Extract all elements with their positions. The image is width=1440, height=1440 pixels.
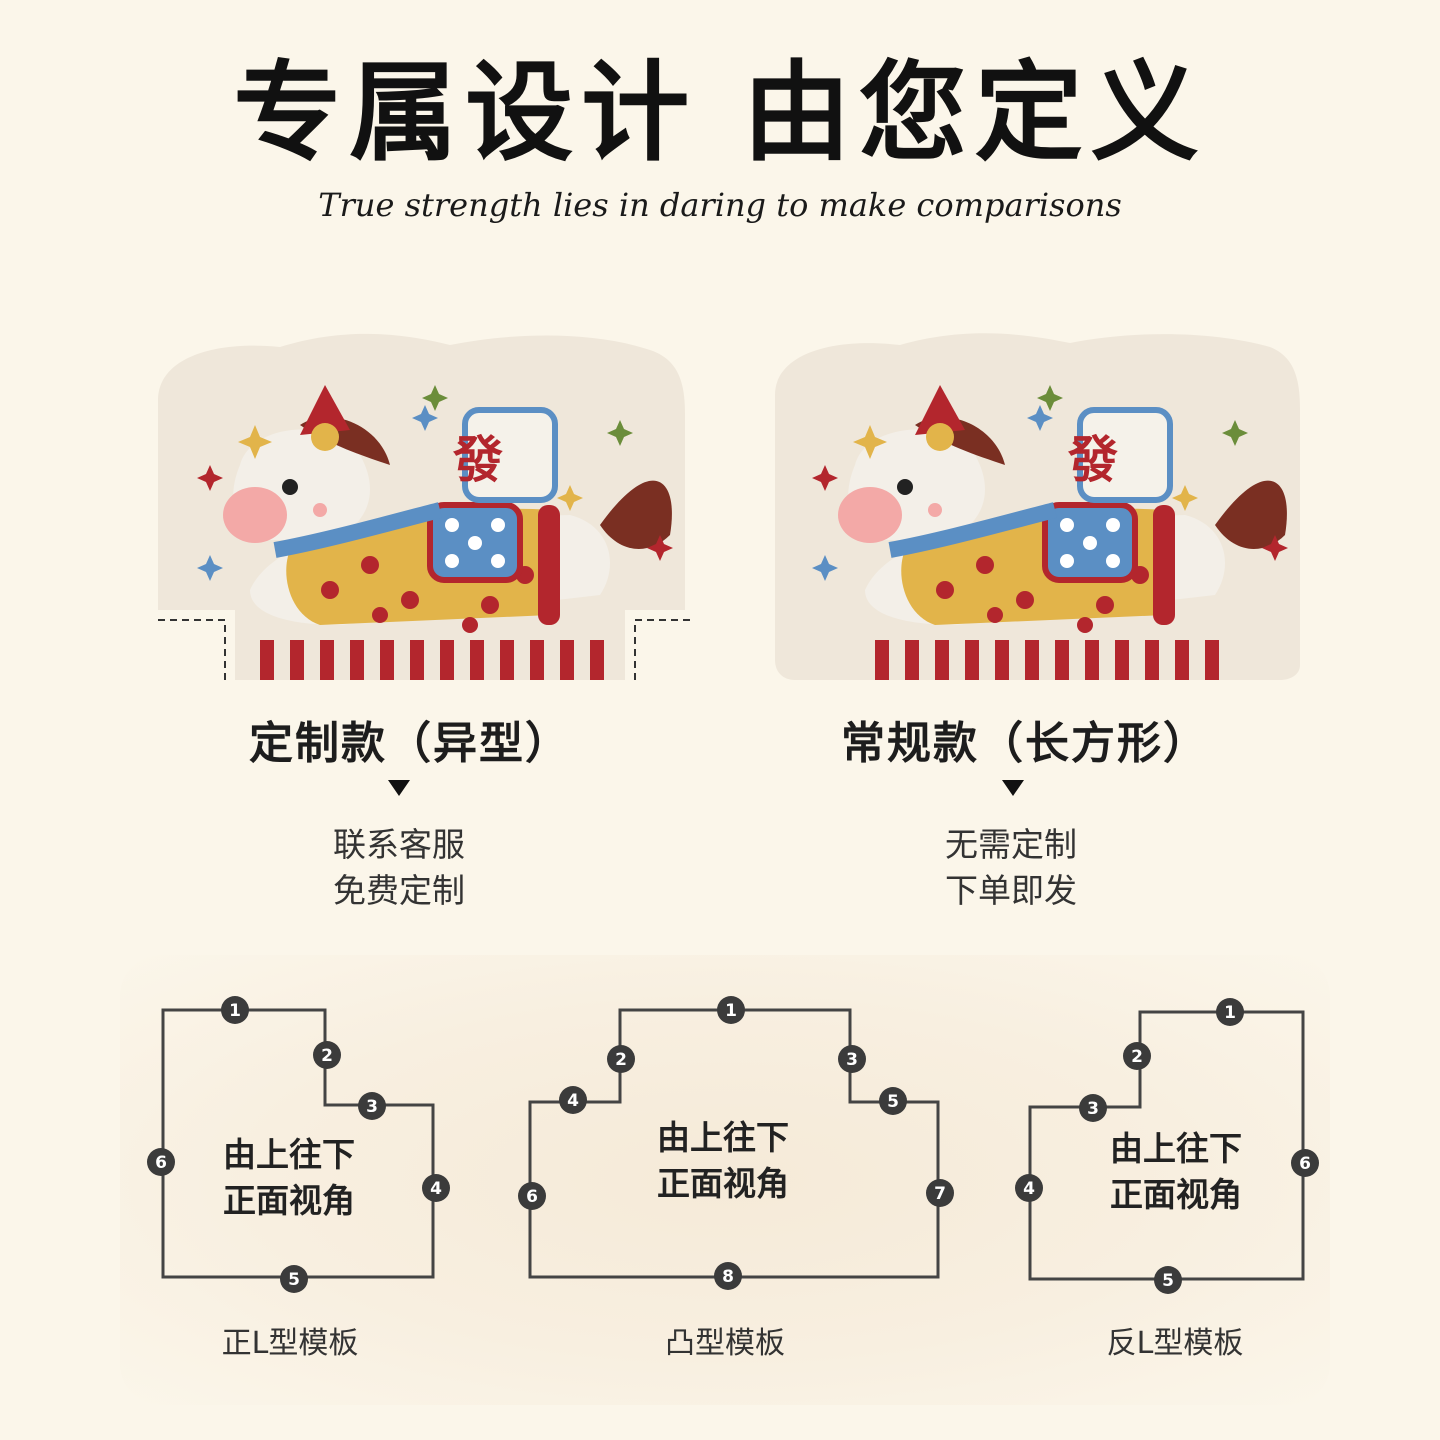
marker-label: 3 (846, 1050, 858, 1070)
template-l-inner: 由上往下 正面视角 (223, 1132, 355, 1224)
marker-label: 5 (887, 1092, 899, 1112)
marker-label: 2 (321, 1046, 333, 1066)
marker-label: 2 (615, 1050, 627, 1070)
option-regular-title: 常规款（长方形） (841, 718, 1209, 769)
marker-label: 6 (1299, 1154, 1311, 1174)
option-regular-desc: 无需定制 下单即发 (945, 822, 1145, 914)
marker-label: 3 (1087, 1099, 1099, 1119)
option-custom-desc: 联系客服 免费定制 (333, 822, 533, 914)
product-illustrations (158, 333, 1300, 690)
marker-label: 4 (567, 1091, 579, 1111)
template-inner-line2: 正面视角 (223, 1181, 355, 1220)
option-custom-title: 定制款（异型） (249, 718, 571, 769)
arrow-down-icon (1002, 780, 1024, 796)
tile-glyph-left: 發 (453, 431, 503, 489)
marker-label: 4 (1023, 1179, 1035, 1199)
template-convex-inner: 由上往下 正面视角 (657, 1115, 789, 1207)
marker-label: 4 (430, 1179, 442, 1199)
option-custom-desc-line2: 免费定制 (333, 871, 465, 910)
option-regular-desc-line2: 下单即发 (945, 871, 1077, 910)
template-inner-line2: 正面视角 (1110, 1175, 1242, 1214)
marker-label: 5 (288, 1270, 300, 1290)
marker-label: 5 (1162, 1271, 1174, 1291)
tile-glyph-right: 發 (1068, 431, 1118, 489)
marker-label: 6 (526, 1187, 538, 1207)
arrow-down-icon (388, 780, 410, 796)
marker-label: 6 (155, 1153, 167, 1173)
page-subtitle: True strength lies in daring to make com… (318, 186, 1122, 224)
marker-dots (147, 996, 1319, 1294)
marker-label: 3 (366, 1097, 378, 1117)
marker-label: 7 (934, 1184, 946, 1204)
marker-label: 1 (725, 1001, 737, 1021)
template-inner-line1: 由上往下 (657, 1118, 789, 1157)
page-title: 专属设计 由您定义 (233, 50, 1207, 176)
option-custom-desc-line1: 联系客服 (333, 825, 465, 864)
marker-label: 1 (1224, 1003, 1236, 1023)
marker-label: 2 (1131, 1047, 1143, 1067)
template-inner-line1: 由上往下 (1110, 1129, 1242, 1168)
marker-label: 8 (722, 1267, 734, 1287)
template-reverse-l-label: 反L型模板 (1106, 1326, 1244, 1361)
marker-label: 1 (229, 1001, 241, 1021)
template-l-label: 正L型模板 (221, 1326, 359, 1361)
template-inner-line1: 由上往下 (223, 1135, 355, 1174)
template-reverse-l-inner: 由上往下 正面视角 (1110, 1126, 1242, 1218)
option-regular-desc-line1: 无需定制 (945, 825, 1077, 864)
templates-panel (120, 955, 1330, 1405)
template-inner-line2: 正面视角 (657, 1164, 789, 1203)
template-convex-label: 凸型模板 (665, 1326, 785, 1361)
